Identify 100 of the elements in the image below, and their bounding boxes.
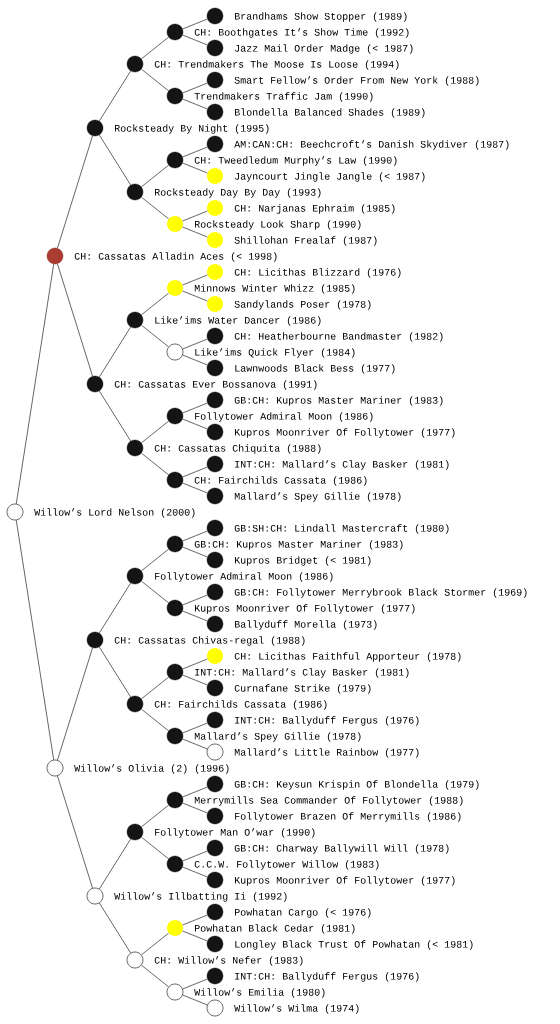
pedigree-entry: Follytower Man O’war (1990) — [126, 823, 315, 841]
connector-line — [57, 263, 93, 377]
pedigree-entry: Brandhams Show Stopper (1989) — [206, 7, 407, 25]
pedigree-entry: Merrymills Sea Commander Of Follytower (1988) — [166, 791, 463, 809]
pedigree-entry: CH: Cassatas Chiquita (1988) — [126, 439, 321, 457]
pedigree-entry: Follytower Brazen Of Merrymills (1986) — [206, 807, 461, 825]
pedigree-entry: CH: Fairchilds Cassata (1986) — [126, 695, 327, 713]
pedigree-entry: Longley Black Trust Of Powhatan (< 1981) — [206, 935, 473, 953]
node-label: Jazz Mail Order Madge (< 1987) — [235, 44, 413, 54]
pedigree-entry: CH: Trendmakers The Moose Is Loose (1994) — [126, 55, 399, 73]
pedigree-entry: INT:CH: Mallard’s Clay Basker (1981) — [166, 663, 409, 681]
node-label: CH: Fairchilds Cassata (1986) — [154, 700, 327, 710]
connector-line — [182, 914, 208, 926]
connector-line — [141, 932, 169, 956]
connector-line — [182, 354, 208, 366]
pedigree-entry: Kupros Moonriver Of Follytower (1977) — [206, 423, 455, 441]
node-label: Mallard’s Spey Gillie (1978) — [234, 492, 401, 502]
connector-line — [141, 164, 169, 188]
node-label: Rocksteady By Night (1995) — [114, 124, 269, 134]
connector-line — [182, 98, 208, 110]
pedigree-entry: Kupros Moonriver Of Follytower (1977) — [206, 871, 455, 889]
node-label: GB:SH:CH: Lindall Mastercraft (1980) — [234, 524, 449, 534]
connector-line — [99, 70, 131, 122]
connector-line — [182, 34, 208, 46]
node-label: GB:CH: Kupros Master Mariner (1983) — [234, 396, 443, 406]
connector-line — [99, 902, 131, 954]
node-label: Willow’s Wilma (1974) — [234, 1004, 359, 1014]
node-label: CH: Willow’s Nefer (1983) — [154, 956, 303, 966]
pedigree-entry: GB:CH: Kupros Master Mariner (1983) — [166, 535, 403, 553]
node-label: Like’ims Water Dancer (1986) — [155, 316, 321, 326]
pedigree-entry: CH: Cassatas Chivas-regal (1988) — [86, 631, 305, 649]
node-label: Blondella Balanced Shades (1989) — [234, 108, 425, 118]
node-label: Follytower Admiral Moon (1986) — [195, 412, 373, 422]
connector-line — [182, 594, 208, 606]
pedigree-entry: CH: Licithas Blizzard (1976) — [207, 264, 401, 280]
connector-line — [182, 994, 208, 1006]
node-label: GB:CH: Follytower Merrybrook Black Stormer (1969) — [234, 588, 527, 598]
pedigree-entry: Kupros Moonriver Of Follytower (1977) — [166, 599, 415, 617]
pedigree-entry: Powhatan Black Cedar (1981) — [167, 920, 355, 936]
connector-line — [182, 930, 208, 942]
connector-line — [182, 482, 208, 494]
pedigree-entry: GB:CH: Charway Ballywill Will (1978) — [206, 839, 449, 857]
node-label: Shillohan Frealaf (1987) — [234, 236, 377, 246]
node-label: Follytower Admiral Moon (1986) — [155, 572, 333, 582]
connector-line — [99, 646, 131, 698]
node-label: CH: Trendmakers The Moose Is Loose (1994) — [154, 60, 399, 70]
pedigree-entry: CH: Licithas Faithful Apporteur (1978) — [207, 648, 461, 664]
node-label: Willow’s Olivia (2) (1996) — [74, 764, 229, 774]
pedigree-entry: Follytower Admiral Moon (1986) — [166, 407, 373, 425]
pedigree-entry: Willow’s Wilma (1974) — [206, 999, 359, 1017]
pedigree-entry: Like’ims Quick Flyer (1984) — [166, 343, 355, 361]
connector-line — [182, 82, 208, 94]
connector-line — [182, 210, 208, 222]
pedigree-entry: Willow’s Illbatting Ii (1992) — [86, 887, 287, 905]
pedigree-entry: Curnafane Strike (1979) — [206, 679, 371, 697]
node-label: Follytower Man O’war (1990) — [155, 828, 315, 838]
node-label: Like’ims Quick Flyer (1984) — [195, 348, 355, 358]
connector-line — [182, 274, 208, 286]
connector-line — [141, 548, 169, 572]
pedigree-entry: Rocksteady Look Sharp (1990) — [167, 216, 361, 232]
node-label: CH: Cassatas Chiquita (1988) — [154, 444, 321, 454]
connector-line — [57, 647, 93, 761]
node-label: INT:CH: Ballyduff Fergus (1976) — [235, 716, 419, 726]
pedigree-entry: CH: Heatherbourne Bandmaster (1982) — [206, 327, 443, 345]
node-label: Longley Black Trust Of Powhatan (< 1981) — [235, 940, 473, 950]
node-label: INT:CH: Mallard’s Clay Basker (1981) — [195, 668, 409, 678]
node-label: Powhatan Black Cedar (1981) — [194, 924, 355, 934]
pedigree-entry: CH: Tweedledum Murphy’s Law (1990) — [166, 151, 397, 169]
node-label: Willow’s Illbatting Ii (1992) — [114, 892, 287, 902]
connector-line — [141, 836, 169, 860]
node-label: Mallard’s Spey Gillie (1978) — [194, 732, 361, 742]
connector-line — [99, 326, 131, 378]
node-label: CH: Tweedledum Murphy’s Law (1990) — [194, 156, 397, 166]
pedigree-entry: GB:SH:CH: Lindall Mastercraft (1980) — [206, 519, 449, 537]
connector-line — [182, 786, 208, 798]
connector-line — [141, 420, 169, 444]
connector-line — [182, 402, 208, 414]
pedigree-entry: CH: Cassatas Alladin Aces (< 1998) — [46, 247, 277, 265]
node-label: CH: Fairchilds Cassata (1986) — [194, 476, 367, 486]
connector-line — [16, 519, 54, 761]
node-label: Smart Fellow’s Order From New York (1988) — [234, 76, 479, 86]
connector-line — [182, 738, 208, 750]
node-label: Jayncourt Jingle Jangle (< 1987) — [235, 172, 425, 182]
pedigree-entry: Willow’s Olivia (2) (1996) — [46, 759, 229, 777]
node-label: CH: Cassatas Ever Bossanova (1991) — [114, 380, 317, 390]
connector-line — [141, 196, 169, 220]
node-label: Willow’s Emilia (1980) — [194, 988, 325, 998]
pedigree-entry: INT:CH: Ballyduff Fergus (1976) — [206, 967, 419, 985]
node-label: Powhatan Cargo (< 1976) — [234, 908, 371, 918]
connector-line — [182, 850, 208, 862]
pedigree-entry: CH: Cassatas Ever Bossanova (1991) — [86, 375, 317, 393]
node-label: Kupros Moonriver Of Follytower (1977) — [234, 876, 455, 886]
connector-line — [99, 134, 131, 186]
node-label: Merrymills Sea Commander Of Follytower (1988) — [194, 796, 463, 806]
node-label: Willow’s Lord Nelson (2000) — [34, 508, 195, 518]
node-label: Kupros Moonriver Of Follytower (1977) — [194, 604, 415, 614]
pedigree-entry: CH: Willow’s Nefer (1983) — [126, 951, 303, 969]
connector-line — [141, 964, 169, 988]
connector-line — [99, 582, 131, 634]
node-label: INT:CH: Ballyduff Fergus (1976) — [235, 972, 419, 982]
